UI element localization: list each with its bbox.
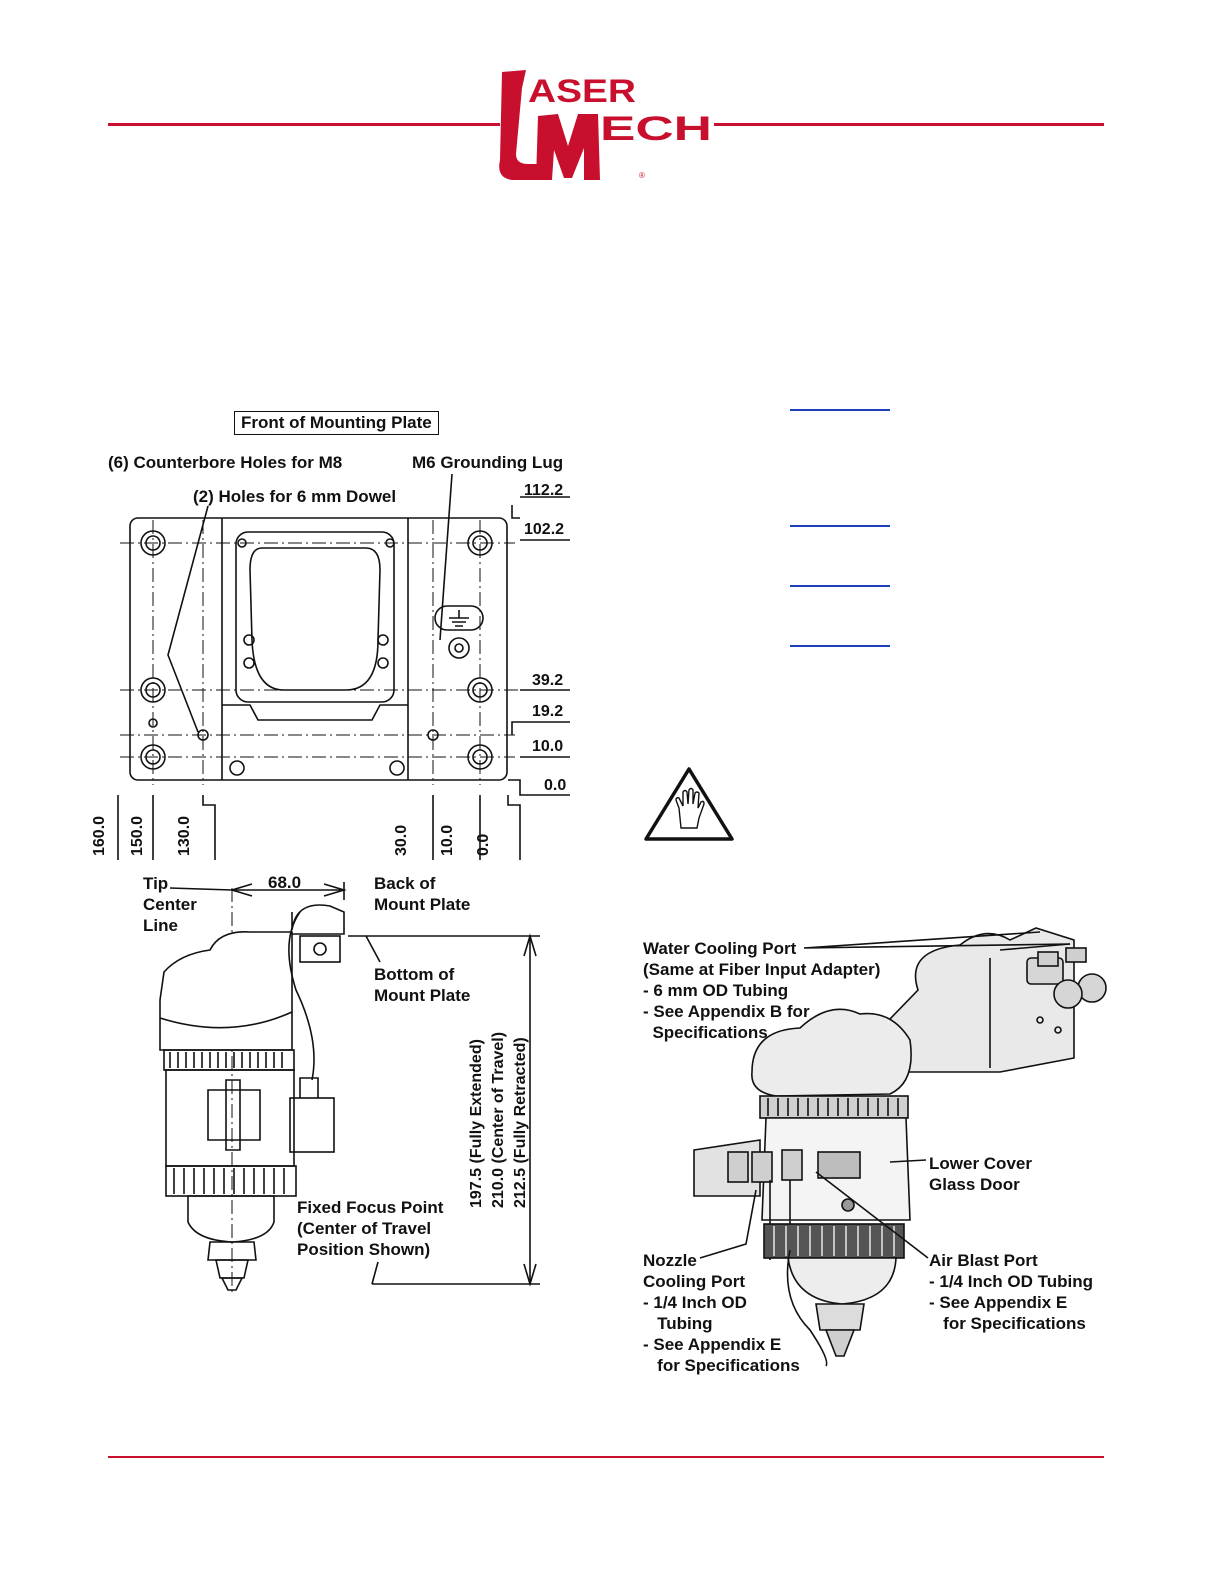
nozzle-cooling-label: Nozzle Cooling Port - 1/4 Inch OD Tubing… <box>643 1251 800 1375</box>
svg-text:®: ® <box>639 171 645 180</box>
footer-rule <box>108 1456 1104 1458</box>
laser-mech-logo: ASER ECH ® <box>498 68 718 183</box>
bottom-of-mount-label: Bottom of Mount Plate <box>374 965 471 1005</box>
header-rule-right <box>714 123 1104 126</box>
svg-text:ASER: ASER <box>528 73 636 109</box>
reference-link-1[interactable] <box>790 409 890 411</box>
hand-crush-warning-icon <box>643 766 735 842</box>
fixed-focus-label: Fixed Focus Point (Center of Travel Posi… <box>297 1198 444 1259</box>
lower-cover-label: Lower Cover Glass Door <box>929 1154 1032 1194</box>
dim-10-0: 10.0 <box>532 738 564 755</box>
header-rule-left <box>108 123 500 126</box>
reference-link-3[interactable] <box>790 585 890 587</box>
tip-center-line-label: Tip Center Line <box>143 874 197 935</box>
dim-112-2: 112.2 <box>524 482 564 499</box>
counterbore-callout: (6) Counterbore Holes for M8 <box>108 453 343 472</box>
back-of-mount-label: Back of Mount Plate <box>374 874 471 914</box>
dim-19-2: 19.2 <box>532 703 564 720</box>
front-of-mounting-plate-title: Front of Mounting Plate <box>234 411 439 435</box>
svg-text:ECH: ECH <box>600 110 712 148</box>
air-blast-label: Air Blast Port - 1/4 Inch OD Tubing - Se… <box>929 1251 1094 1333</box>
dim-39-2: 39.2 <box>532 672 564 689</box>
reference-link-2[interactable] <box>790 525 890 527</box>
dim-68-0: 68.0 <box>268 873 302 892</box>
water-cooling-label: Water Cooling Port (Same at Fiber Input … <box>643 939 881 1042</box>
dowel-callout: (2) Holes for 6 mm Dowel <box>193 487 397 506</box>
reference-link-4[interactable] <box>790 645 890 647</box>
dim-0-0: 0.0 <box>544 777 567 794</box>
dim-102-2: 102.2 <box>524 521 565 538</box>
grounding-lug-callout: M6 Grounding Lug <box>412 453 564 472</box>
